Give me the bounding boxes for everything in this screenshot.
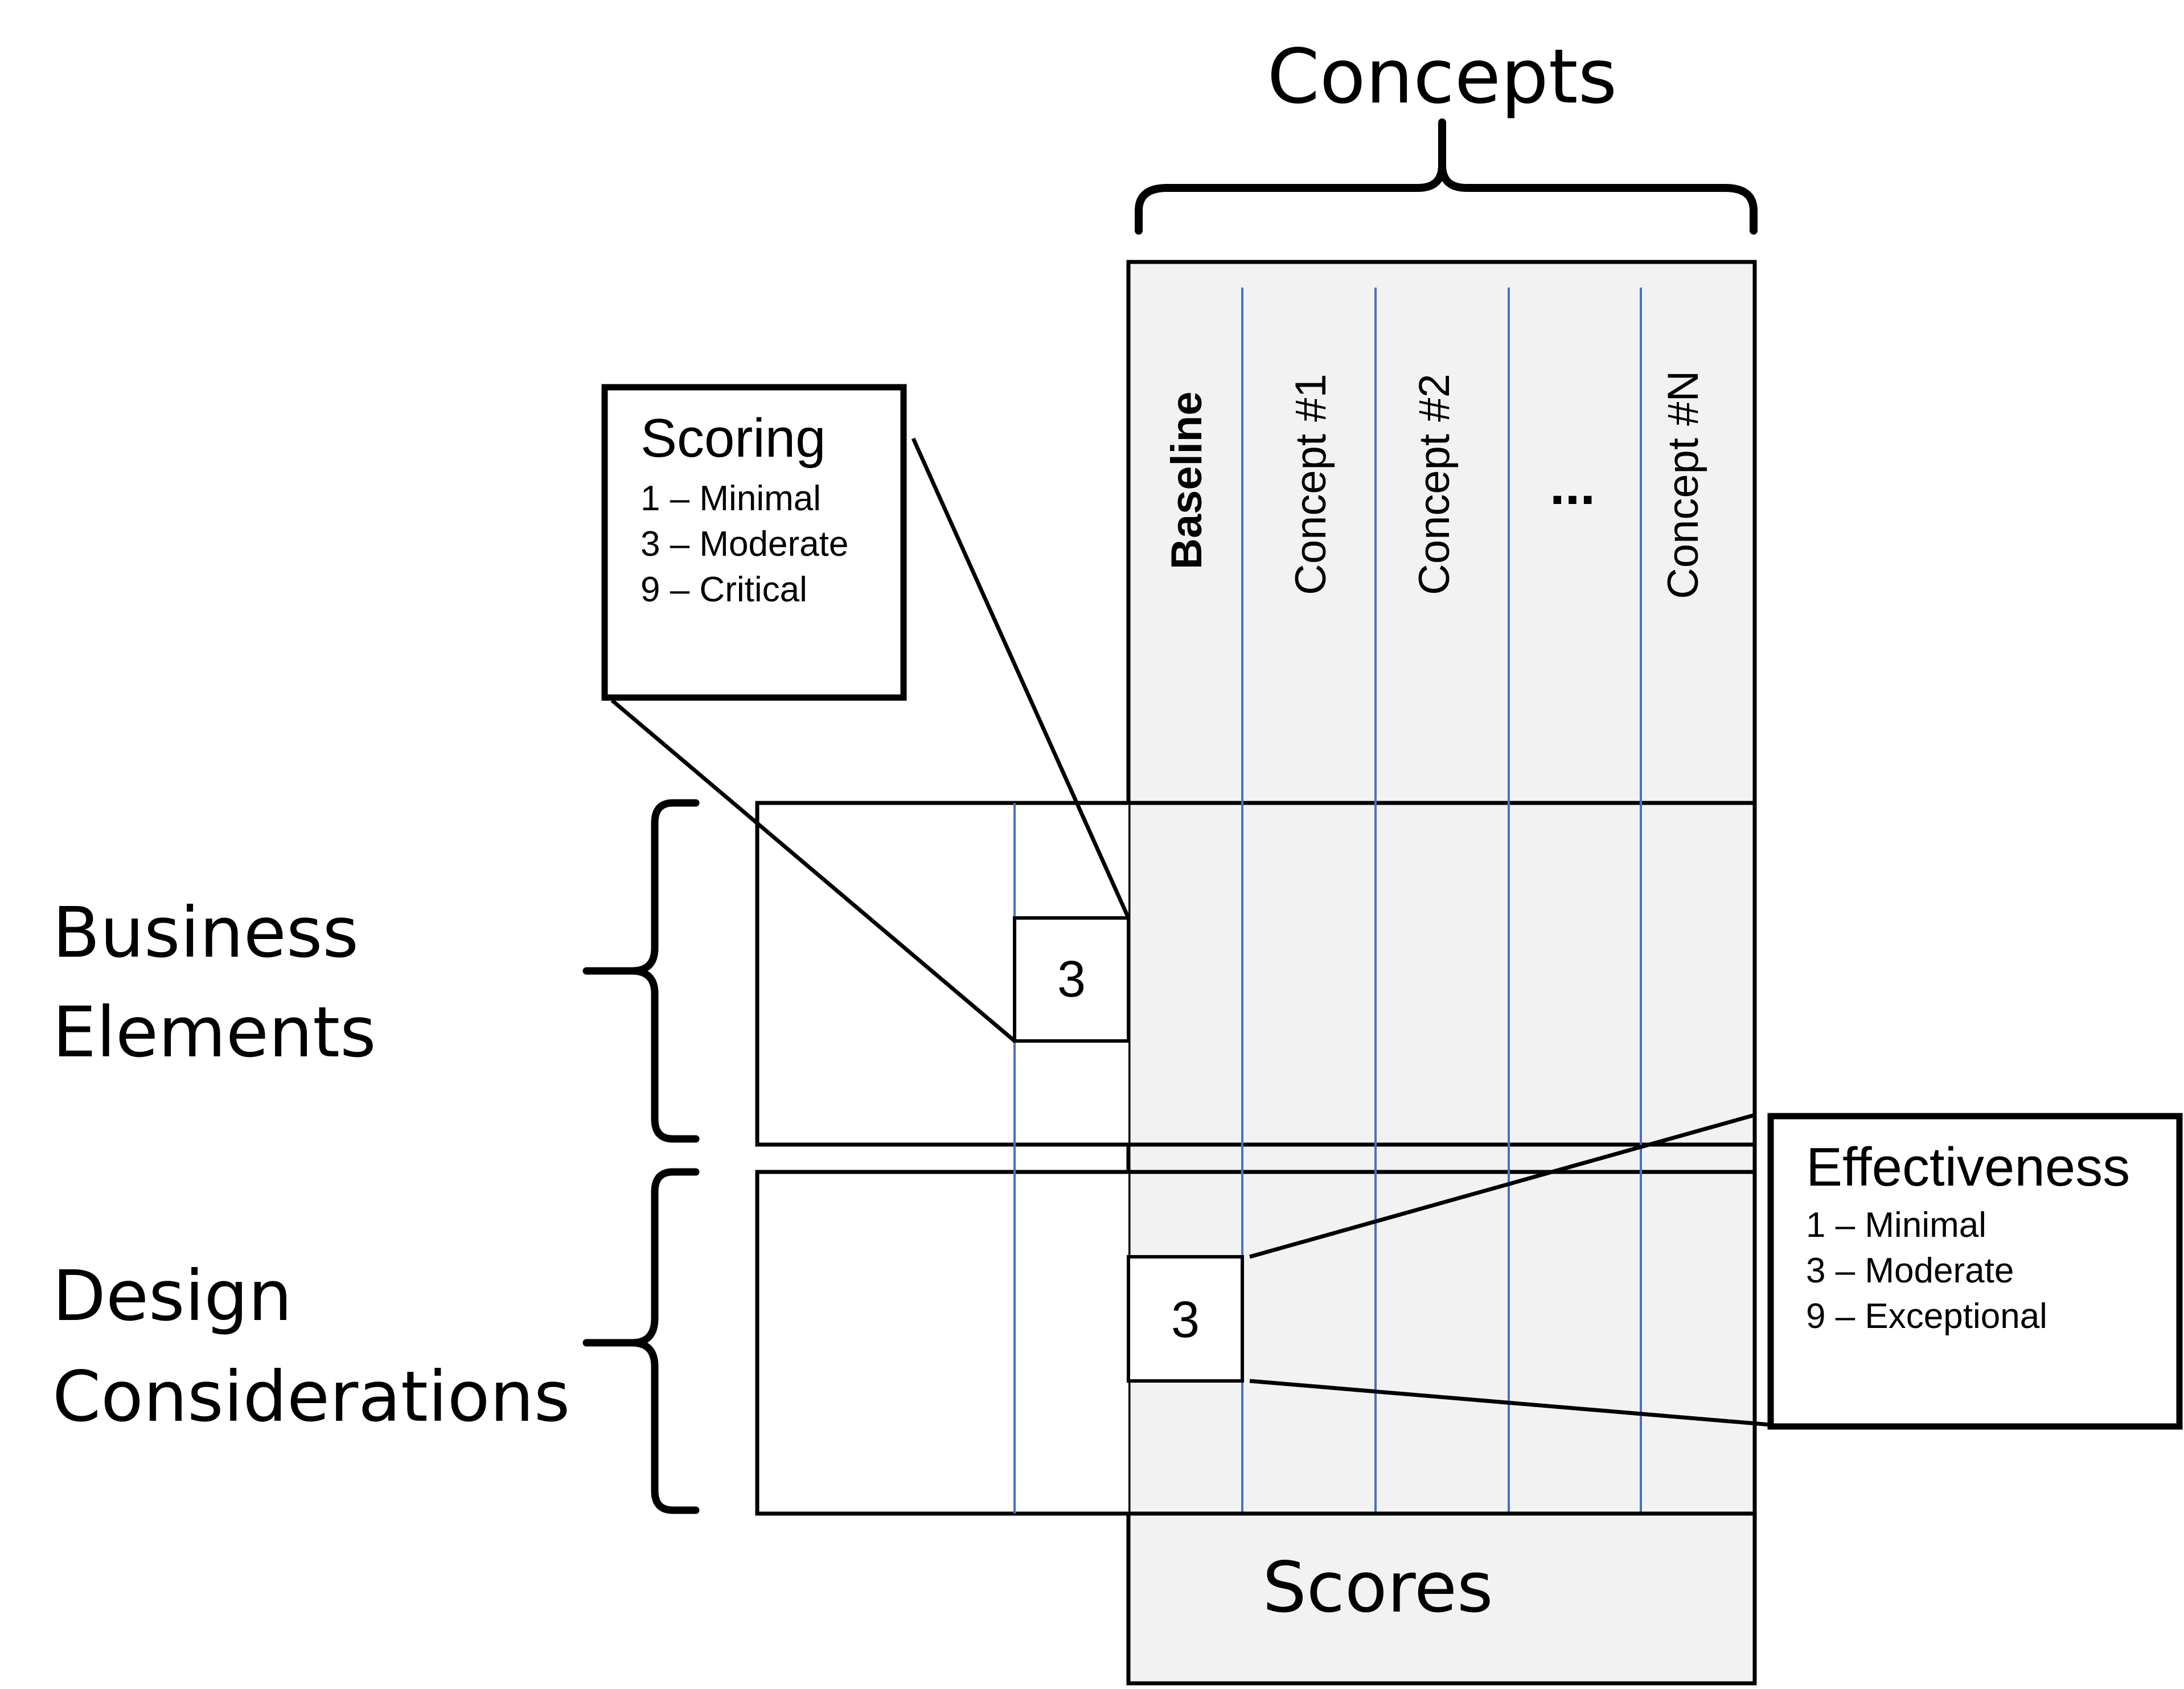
design-considerations-left-area [757, 1172, 1128, 1514]
design-considerations-brace [582, 1168, 700, 1514]
scoring-legend-title: Scoring [641, 408, 826, 469]
effectiveness-legend-item-3: 3 – Moderate [1806, 1251, 2014, 1290]
effectiveness-callout-line-upper [1249, 1113, 1755, 1259]
business-elements-row-box [755, 801, 1128, 1147]
effectiveness-legend-title: Effectiveness [1806, 1137, 2130, 1198]
scoring-legend-item-1: 1 – Minimal [641, 479, 821, 518]
business-weight-value: 3 [1057, 951, 1086, 1008]
column-header-concept-1: Concept #1 [1287, 374, 1335, 595]
business-elements-brace [582, 799, 700, 1143]
effectiveness-legend-item-9: 9 – Exceptional [1806, 1297, 2047, 1336]
design-effectiveness-cell [1127, 1255, 1244, 1383]
row-group-design-line1: Design [52, 1256, 292, 1337]
column-header-baseline: Baseline [1163, 391, 1211, 569]
business-weight-cell [1013, 916, 1130, 1043]
row-group-business-line2: Elements [52, 992, 376, 1073]
concept-matrix-panel [1126, 260, 1757, 1686]
scoring-callout-line-upper [911, 437, 1131, 919]
column-header-concept-n: Concept #N [1659, 371, 1707, 599]
scoring-callout-line-lower [610, 699, 1016, 1043]
effectiveness-callout-line-lower [1249, 1379, 1771, 1427]
effectiveness-legend-item-1: 1 – Minimal [1806, 1206, 1986, 1245]
scores-label: Scores [1262, 1547, 1493, 1628]
scoring-legend-item-3: 3 – Moderate [641, 524, 848, 564]
effectiveness-legend-box [1767, 1113, 2183, 1430]
row-group-business-line1: Business [52, 892, 359, 973]
design-effectiveness-value: 3 [1171, 1292, 1200, 1348]
scoring-legend-box [601, 384, 907, 701]
concepts-title: Concepts [1267, 33, 1618, 121]
scoring-legend-item-9: 9 – Critical [641, 570, 807, 609]
design-considerations-row-box [755, 1170, 1128, 1516]
column-header-ellipsis: ... [1550, 455, 1595, 516]
row-group-design-line2: Considerations [52, 1356, 570, 1437]
column-header-concept-2: Concept #2 [1410, 374, 1459, 595]
concepts-brace [1135, 118, 1758, 235]
